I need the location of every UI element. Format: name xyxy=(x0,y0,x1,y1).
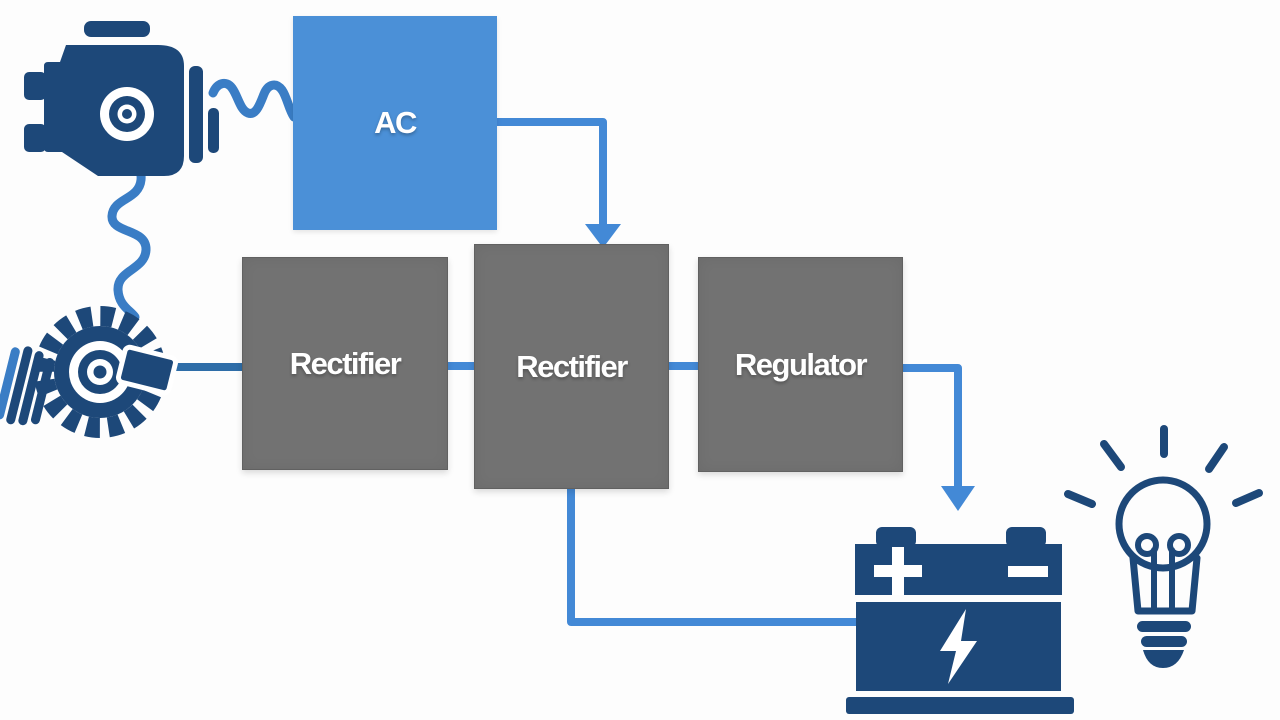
ac-to-rectifier-arrow xyxy=(497,118,621,248)
ac-label: AC xyxy=(374,105,417,140)
plus-icon xyxy=(874,547,922,595)
rectifier-center-label: Rectifier xyxy=(516,348,628,384)
light-bulb-icon xyxy=(1064,425,1263,668)
coil-hatch-icon xyxy=(0,346,55,426)
rectifier-to-battery-wire xyxy=(567,487,858,626)
light-rays-icon xyxy=(1064,425,1263,508)
rectifier-center-block: Rectifier xyxy=(474,244,669,489)
battery-icon xyxy=(846,527,1074,714)
battery-terminal xyxy=(1006,527,1046,547)
rectifier-left-label: Rectifier xyxy=(289,345,402,381)
lightning-bolt-icon xyxy=(940,609,977,684)
rectifier-left-block: Rectifier xyxy=(242,257,448,470)
battery-terminal xyxy=(876,527,916,547)
regulator-block: Regulator xyxy=(698,257,903,472)
ac-to-rectifier-wire xyxy=(497,118,607,226)
arrow-down-icon xyxy=(941,486,975,511)
arrow-down-icon xyxy=(585,224,621,248)
stator-alternator-icon xyxy=(0,306,179,438)
engine-to-ac-wire xyxy=(208,78,299,122)
engine-icon xyxy=(24,21,219,176)
regulator-to-battery-wire xyxy=(901,364,962,488)
regulator-to-battery-arrow xyxy=(901,364,975,511)
ac-block: AC xyxy=(293,16,497,230)
regulator-label: Regulator xyxy=(734,346,868,382)
minus-icon xyxy=(1008,566,1048,577)
